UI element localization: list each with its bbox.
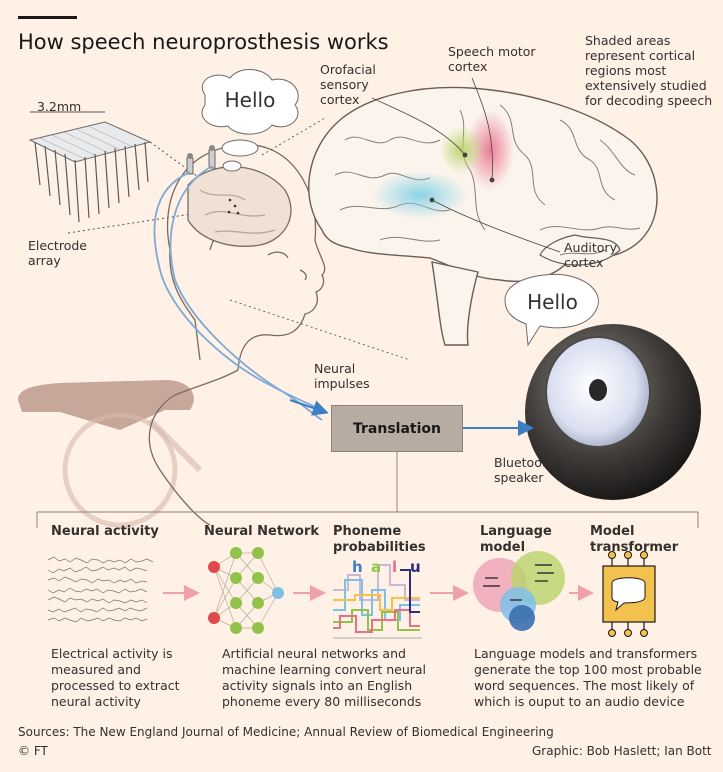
thought-bubble <box>201 69 299 172</box>
step-title-language-model: Language model <box>480 524 552 555</box>
chip-size-label: 3.2mm <box>37 99 82 114</box>
phoneme-letter: u <box>410 558 421 576</box>
orofacial-cortex-label: Orofacial sensory cortex <box>320 62 376 107</box>
electrode-array-chip <box>28 111 231 234</box>
copyright-text: © FT <box>18 744 48 758</box>
electrode-array-label: Electrode array <box>28 238 87 268</box>
speaker-bubble-text: Hello <box>527 290 578 314</box>
person-illustration <box>148 144 326 526</box>
wheelchair-silhouette <box>18 380 203 528</box>
title-rule <box>18 16 77 19</box>
pipeline-connector <box>36 452 699 528</box>
shaded-areas-note: Shaded areas represent cortical regions … <box>585 33 713 108</box>
phoneme-letter: l <box>392 558 397 576</box>
step-title-model-transformer: Model transformer <box>590 524 679 555</box>
sources-text: Sources: The New England Journal of Medi… <box>18 725 554 739</box>
auditory-cortex-label: Auditory cortex <box>564 240 617 270</box>
head-connectors <box>186 145 240 215</box>
neural-impulse-wires <box>153 165 323 421</box>
credit-text: Graphic: Bob Haslett; Ian Bott <box>532 744 712 758</box>
brain-pointer-lines <box>229 77 561 361</box>
phoneme-letters: h a l u <box>352 558 421 576</box>
step-desc-neural-network: Artificial neural networks and machine l… <box>222 646 427 709</box>
bluetooth-speaker <box>504 273 701 500</box>
language-model-graphic <box>473 551 565 631</box>
page-title: How speech neuroprosthesis works <box>18 30 389 54</box>
transformer-chip-graphic <box>602 551 656 637</box>
speech-motor-cortex-label: Speech motor cortex <box>448 44 536 74</box>
neural-network-graphic <box>208 547 284 634</box>
thought-bubble-text: Hello <box>224 88 276 112</box>
phoneme-probability-graphic <box>333 564 422 639</box>
translation-box: Translation <box>331 405 463 452</box>
impulse-arrow <box>289 399 329 416</box>
step-title-phoneme-probabilities: Phoneme probabilities <box>333 524 426 555</box>
neural-activity-graphic <box>47 556 154 623</box>
phoneme-letter: a <box>371 558 381 576</box>
step-title-neural-activity: Neural activity <box>51 524 159 539</box>
neural-impulses-label: Neural impulses <box>314 361 370 391</box>
step-title-neural-network: Neural Network <box>204 524 320 539</box>
phoneme-letter: h <box>352 558 363 576</box>
brain-illustration <box>308 86 658 346</box>
step-desc-neural-activity: Electrical activity is measured and proc… <box>51 646 180 709</box>
step-desc-language-model: Language models and transformers generat… <box>474 646 702 709</box>
bluetooth-speaker-label: Bluetooth speaker <box>494 455 555 485</box>
